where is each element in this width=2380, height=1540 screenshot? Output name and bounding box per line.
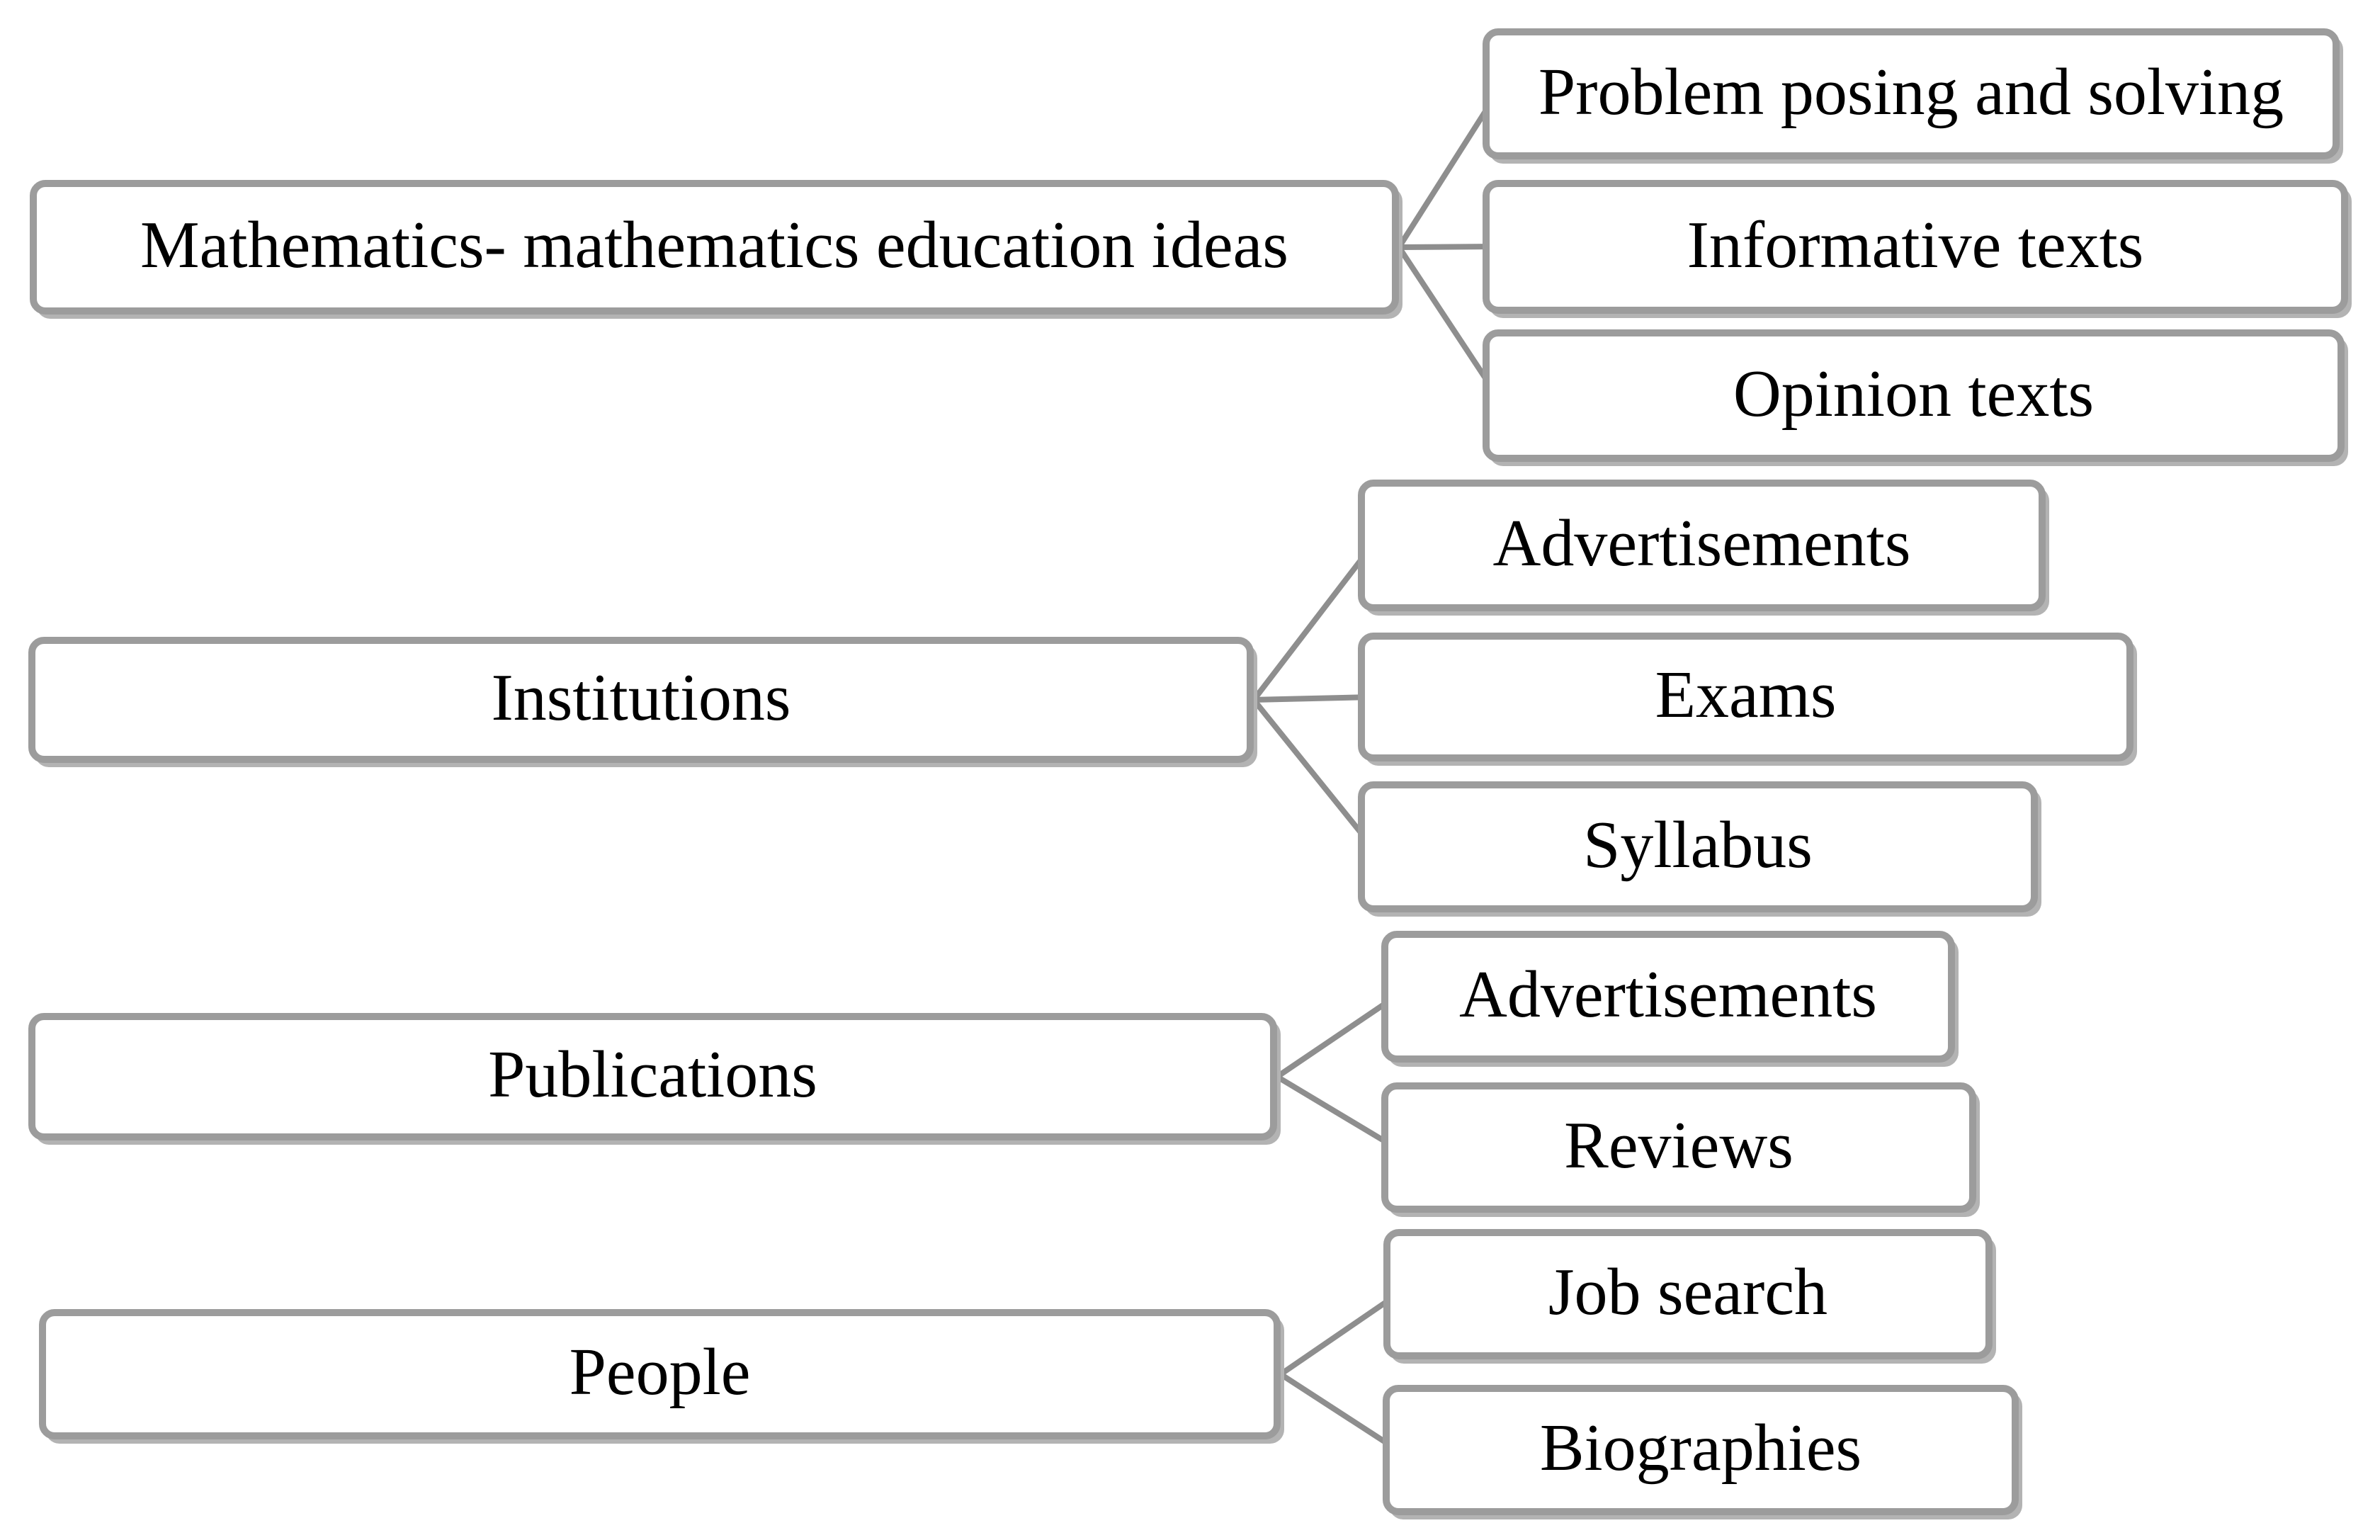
node-biographies: Biographies — [1383, 1385, 2019, 1515]
connector-people-to-biographies — [1279, 1371, 1400, 1453]
node-label: Informative texts — [1687, 208, 2144, 282]
node-label: Biographies — [1539, 1411, 1862, 1485]
connector-people-to-job-search — [1279, 1291, 1400, 1377]
connector-mathematics-to-problem-posing — [1396, 91, 1500, 249]
node-label: Advertisements — [1492, 506, 1911, 580]
node-label: People — [569, 1335, 751, 1409]
node-label: Problem posing and solving — [1538, 55, 2284, 129]
node-label: Institutions — [491, 661, 791, 735]
node-label: Syllabus — [1583, 808, 1813, 882]
node-informative-texts: Informative texts — [1483, 180, 2348, 314]
node-exams: Exams — [1358, 633, 2134, 761]
connector-publications-to-reviews — [1275, 1074, 1398, 1150]
node-label: Job search — [1548, 1255, 1828, 1329]
connector-institutions-to-advertisements — [1251, 543, 1375, 702]
connector-institutions-to-exams — [1253, 694, 1373, 703]
node-institutions-advertisements: Advertisements — [1358, 480, 2046, 611]
node-publications-advertisements: Advertisements — [1381, 931, 1955, 1063]
node-opinion-texts: Opinion texts — [1483, 329, 2345, 462]
node-mathematics-education-ideas: Mathematics- mathematics education ideas — [30, 180, 1399, 315]
node-label: Advertisements — [1459, 958, 1877, 1031]
node-institutions: Institutions — [28, 637, 1254, 763]
node-label: Publications — [488, 1038, 817, 1111]
node-syllabus: Syllabus — [1358, 781, 2038, 912]
node-label: Reviews — [1564, 1109, 1794, 1182]
node-job-search: Job search — [1383, 1229, 1993, 1359]
node-label: Opinion texts — [1733, 356, 2095, 431]
node-label: Mathematics- mathematics education ideas — [140, 208, 1288, 282]
node-people: People — [39, 1309, 1281, 1439]
node-label: Exams — [1655, 658, 1837, 732]
node-problem-posing-and-solving: Problem posing and solving — [1483, 28, 2340, 159]
connector-institutions-to-syllabus — [1251, 698, 1375, 849]
node-reviews: Reviews — [1381, 1082, 1976, 1213]
connector-mathematics-to-opinion-texts — [1396, 245, 1500, 397]
connector-publications-to-advertisements — [1275, 994, 1398, 1080]
node-publications: Publications — [28, 1013, 1277, 1140]
